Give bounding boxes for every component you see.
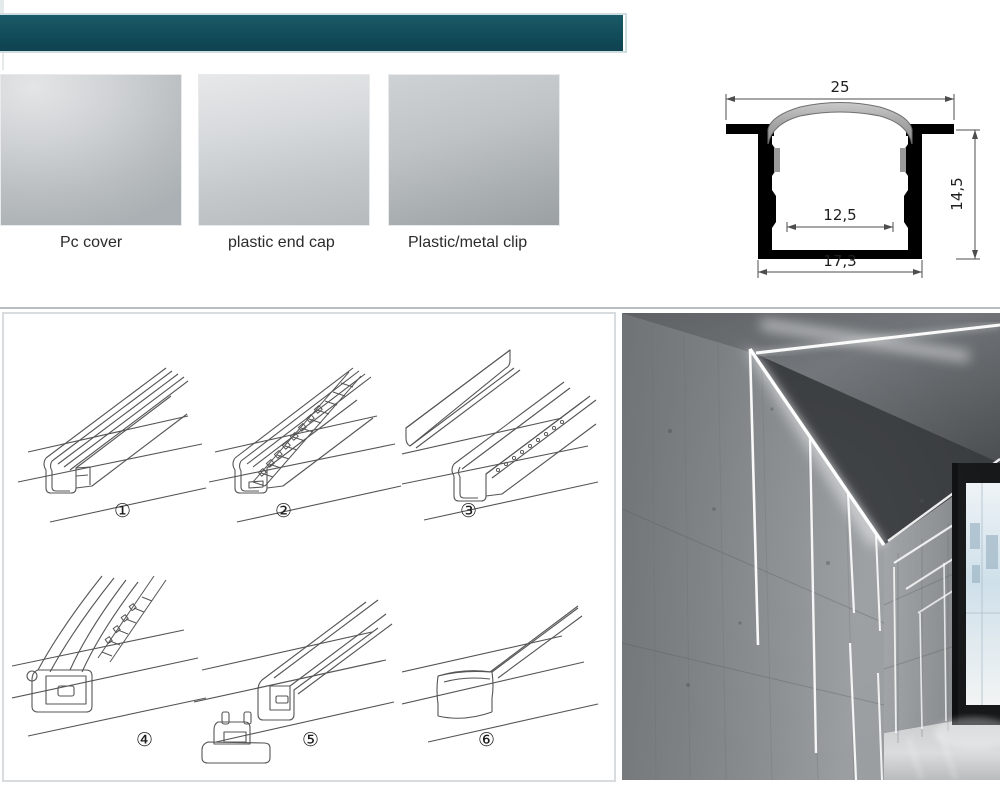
step-4-drawing: [11, 575, 207, 737]
step-3-number: ③: [460, 500, 478, 522]
dimension-label-overall-width: 25: [830, 78, 849, 96]
step-4-number: ④: [136, 729, 154, 751]
pc-cover-photo-background: [1, 75, 181, 225]
dimension-label-inner-width: 12,5: [823, 206, 856, 224]
dimension-overall-width: [725, 94, 955, 120]
application-photo: [622, 313, 1000, 780]
profile-cross-section-drawing: 25 14,5 12,5: [725, 78, 980, 278]
technical-drawing: 25 14,5 12,5: [690, 72, 990, 287]
installation-step-2: ②: [208, 324, 409, 549]
pc-cover-photo: [0, 74, 182, 226]
step-5-number: ⑤: [302, 729, 320, 751]
installation-step-3: ③: [401, 324, 602, 549]
title-banner-fill: [0, 15, 623, 51]
plastic-metal-clip-photo: [388, 74, 560, 226]
left-edge-rule: [0, 0, 2, 13]
accessory-label-end-cap: plastic end cap: [228, 234, 335, 251]
dimension-body-width: [757, 260, 923, 278]
step-2-drawing: [208, 367, 402, 523]
installation-step-6: ⑥: [401, 546, 602, 771]
step-3-drawing: [401, 349, 599, 521]
step-6-number: ⑥: [478, 729, 496, 751]
installation-step-5: ⑤: [193, 546, 395, 771]
accessory-photo-row: [0, 74, 600, 229]
plastic-end-cap-photo: [198, 74, 370, 226]
dimension-label-overall-height: 14,5: [948, 177, 966, 210]
title-banner: [0, 13, 627, 53]
accessory-label-clip: Plastic/metal clip: [408, 234, 528, 251]
installation-step-1: ①: [10, 324, 210, 549]
step-1-drawing: [17, 367, 207, 523]
accessory-label-pc-cover: Pc cover: [60, 234, 123, 251]
step-2-number: ②: [275, 500, 293, 522]
accessory-caption-row: Pc cover plastic end cap Plastic/metal c…: [0, 234, 600, 260]
section-divider: [0, 307, 1000, 309]
dimension-inner-width: [786, 222, 894, 232]
dimension-label-body-width: 17,3: [823, 252, 856, 270]
step-5-drawing: [193, 599, 395, 764]
step-6-drawing: [401, 605, 599, 743]
clip-photo-background: [389, 75, 559, 225]
dimension-overall-height: [956, 129, 980, 260]
end-cap-photo-background: [199, 75, 369, 225]
installation-step-4: ④: [11, 546, 212, 771]
step-1-number: ①: [114, 500, 132, 522]
installation-diagram-panel: ①: [2, 312, 616, 782]
profile-diffuser: [767, 102, 913, 172]
profile-body: [726, 124, 954, 259]
corridor-photo-illustration: [622, 313, 1000, 780]
